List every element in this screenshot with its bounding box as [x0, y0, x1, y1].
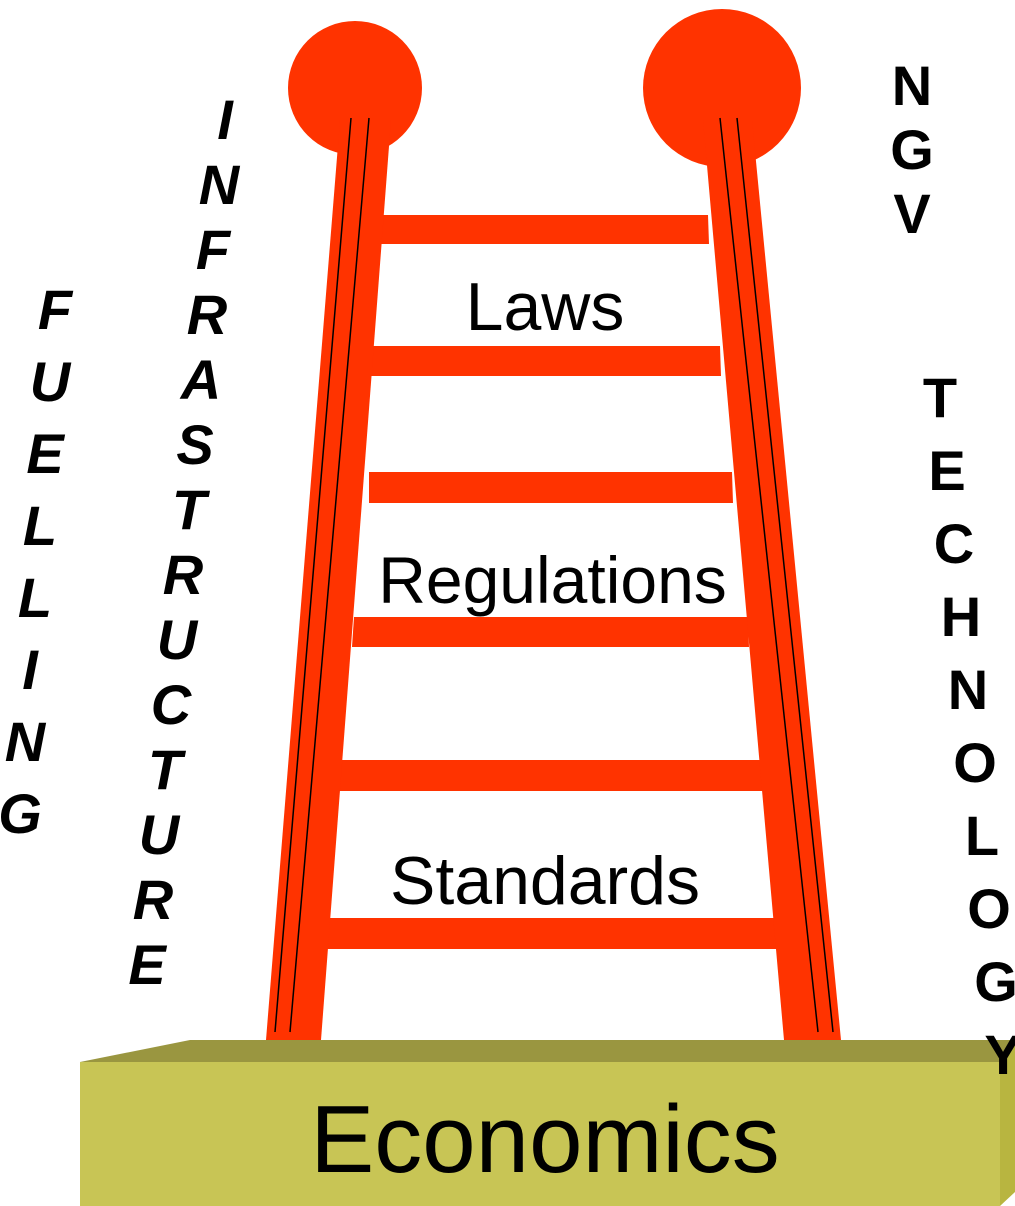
fuelling-letter: F [37, 278, 73, 341]
infrastructure-letter: T [147, 738, 183, 801]
right-rail [703, 120, 841, 1040]
infrastructure-letter: R [132, 868, 174, 931]
technology-letter: G [974, 950, 1015, 1013]
infrastructure-letter: N [198, 153, 240, 216]
right-rail-line-1 [719, 117, 819, 1033]
technology-letter: C [933, 512, 975, 575]
infrastructure-letter: T [171, 478, 207, 541]
fuelling-letter: L [22, 494, 58, 557]
technology-letter: O [967, 877, 1011, 940]
left-rail-line-1 [274, 117, 352, 1033]
ngv-letter: N [891, 54, 933, 117]
left-rail-line-2 [289, 117, 370, 1033]
infrastructure-letter: C [150, 673, 192, 736]
infrastructure-letter: R [186, 283, 228, 346]
fuelling-letter: I [22, 638, 38, 701]
fuelling-letter: G [0, 782, 42, 845]
technology-letter: L [964, 804, 1000, 867]
rung-1 [380, 215, 709, 244]
right-knob [643, 9, 801, 167]
laws-label: Laws [465, 269, 625, 345]
infrastructure-letter: S [176, 413, 214, 476]
infrastructure-letter: E [128, 933, 166, 996]
infrastructure-letter: F [195, 218, 231, 281]
fuelling-letter: E [26, 422, 64, 485]
rung-5 [339, 760, 764, 791]
right-rail-line-2 [736, 117, 834, 1033]
rung-4 [352, 617, 749, 647]
technology-letter: E [928, 439, 966, 502]
fuelling-letter: L [17, 566, 53, 629]
standards-label: Standards [390, 843, 700, 919]
infrastructure-letter: U [138, 803, 180, 866]
infrastructure-letter: U [156, 608, 198, 671]
technology-letter: T [922, 366, 958, 429]
base-front-face [80, 1062, 1000, 1206]
base-top-face [80, 1040, 1015, 1062]
ngv-letter: V [893, 182, 931, 245]
technology-letter: Y [984, 1023, 1015, 1086]
infrastructure-letter: I [217, 88, 233, 151]
fuelling-letter: N [4, 710, 46, 773]
rung-3 [369, 472, 733, 503]
economics-label: Economics [310, 1086, 780, 1193]
technology-letter: N [947, 658, 989, 721]
base-side-face [1000, 1040, 1015, 1206]
infrastructure-letter: A [180, 348, 222, 411]
regulations-label: Regulations [378, 543, 727, 617]
fuelling-letter: U [29, 350, 71, 413]
infrastructure-letter: R [162, 543, 204, 606]
ngv-letter: G [890, 118, 934, 181]
technology-letter: H [940, 585, 982, 648]
rung-2 [371, 346, 721, 376]
technology-letter: O [953, 731, 997, 794]
rung-6 [326, 918, 778, 949]
